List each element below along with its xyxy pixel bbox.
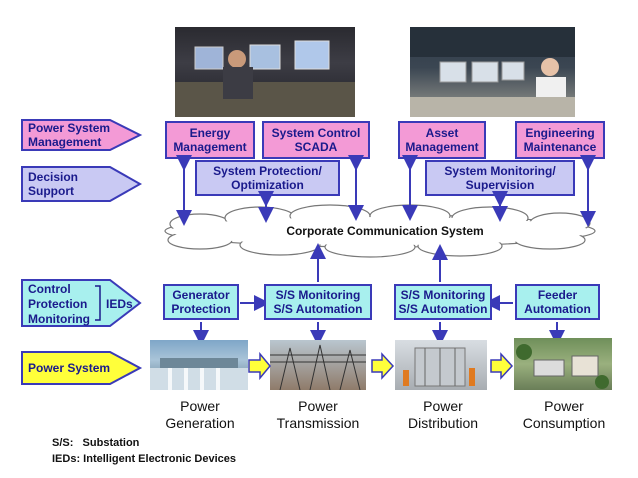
feeder-automation-box: Feeder Automation [515, 284, 600, 320]
asset-management-box: Asset Management [398, 121, 486, 159]
caption-power-consumption: Power Consumption [522, 398, 606, 431]
energy-management-box: Energy Management [165, 121, 255, 159]
system-protection-box: System Protection/ Optimization [195, 160, 340, 196]
caption-power-generation: Power Generation [165, 398, 235, 431]
control-room-photo-left [175, 27, 355, 117]
ss-monitoring-box-2: S/S Monitoring S/S Automation [394, 284, 492, 320]
power-generation-photo [150, 340, 248, 390]
label-ieds: IEDs [106, 297, 133, 311]
control-room-photo-right [410, 27, 575, 117]
label-power-system-management: Power System Management [28, 121, 111, 149]
corporate-communication-label: Corporate Communication System [286, 224, 484, 238]
label-protection: Protection [28, 297, 88, 311]
label-control: Control [28, 282, 71, 296]
power-transmission-photo [270, 340, 366, 390]
label-power-system: Power System [28, 361, 111, 375]
ss-monitoring-box-1: S/S Monitoring S/S Automation [264, 284, 372, 320]
label-decision-support: Decision Support [28, 170, 79, 198]
engineering-maintenance-box: Engineering Maintenance [515, 121, 605, 159]
caption-power-distribution: Power Distribution [407, 398, 479, 431]
power-consumption-photo [514, 338, 612, 390]
label-monitoring: Monitoring [28, 312, 90, 326]
generator-protection-box: Generator Protection [163, 284, 239, 320]
legend-ieds: IEDs: Intelligent Electronic Devices [52, 453, 237, 465]
power-distribution-photo [395, 340, 487, 390]
caption-power-transmission: Power Transmission [276, 398, 360, 431]
legend-substation: S/S: Substation [52, 437, 140, 449]
scada-box: System Control SCADA [262, 121, 370, 159]
